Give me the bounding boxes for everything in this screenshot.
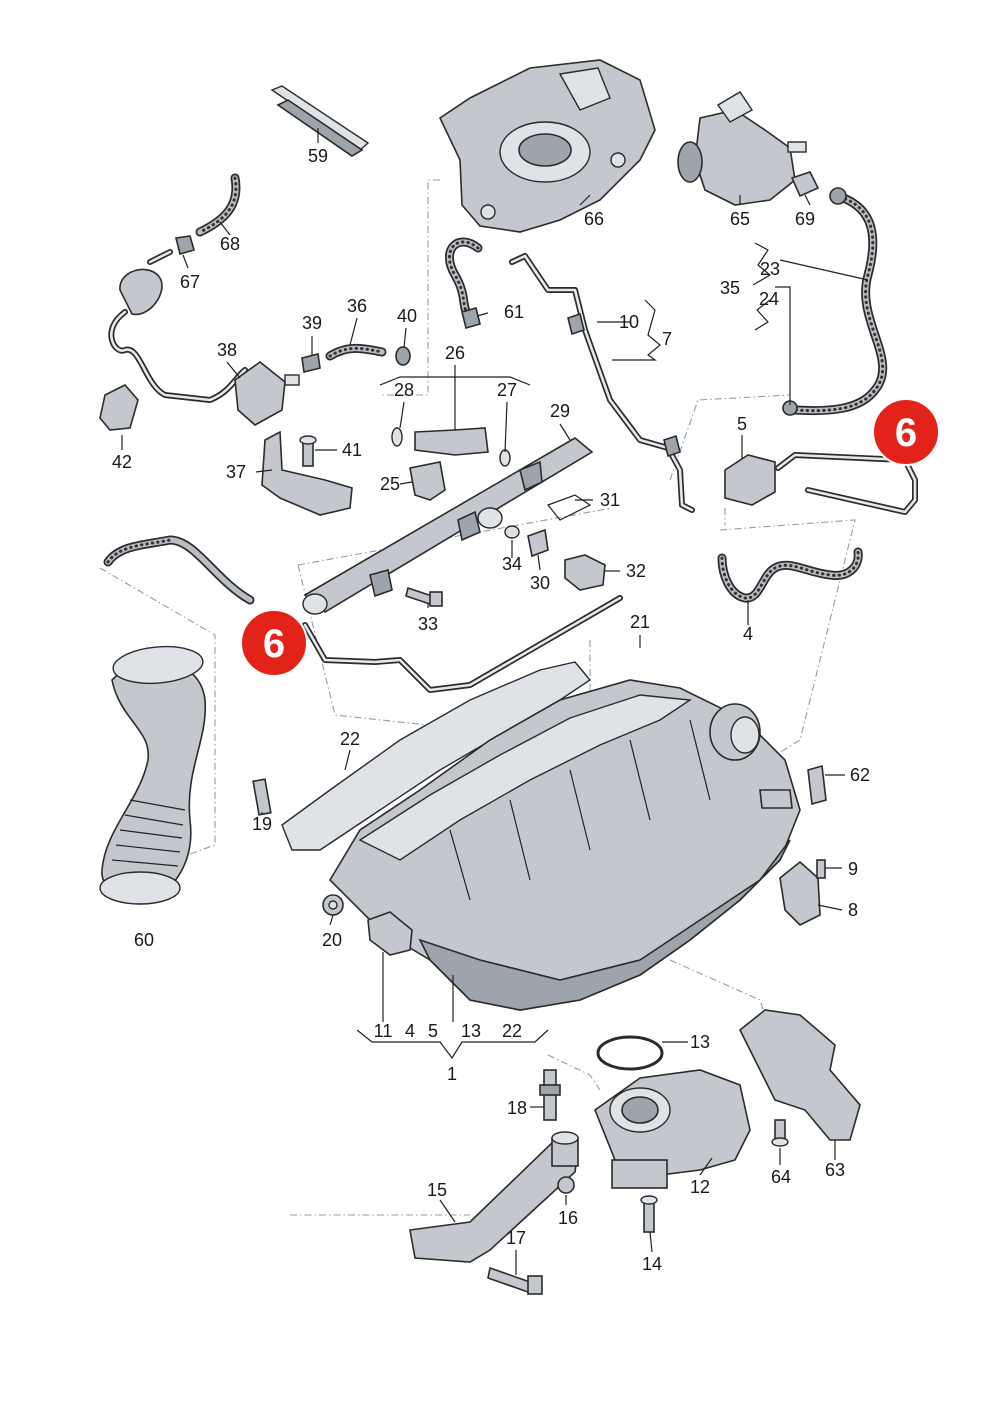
- callout-69: 69: [795, 209, 815, 229]
- hose-68: [195, 173, 241, 237]
- part-14-bolt: [640, 1195, 658, 1233]
- callout-27: 27: [497, 380, 517, 400]
- callout-41: 41: [342, 440, 362, 460]
- connector-lines: [99, 179, 856, 1216]
- callout-67: 67: [180, 272, 200, 292]
- part-42-bracket: [99, 384, 139, 431]
- callout-13: 13: [690, 1032, 710, 1052]
- callout-35: 35: [720, 278, 740, 298]
- callout-20: 20: [322, 930, 342, 950]
- part-20-nut: [322, 894, 344, 916]
- callout-38: 38: [217, 340, 237, 360]
- part-29-fuel-rail: [302, 437, 594, 615]
- callout-60: 60: [134, 930, 154, 950]
- part-67-clip: [175, 235, 195, 255]
- callout-61: 61: [504, 302, 524, 322]
- part-41-bolt: [299, 435, 317, 467]
- callout-40: 40: [397, 306, 417, 326]
- callout-34: 34: [502, 554, 522, 574]
- callout-19: 19: [252, 814, 272, 834]
- hose-4: [717, 547, 863, 603]
- part-11-sensor: [367, 911, 413, 956]
- callout-14: 14: [642, 1254, 662, 1274]
- part-63-bracket: [738, 1009, 861, 1147]
- callout-25: 25: [380, 474, 400, 494]
- leader-lines: [121, 128, 869, 1275]
- callout-33: 33: [418, 614, 438, 634]
- part-15-bracket: [409, 1131, 579, 1295]
- callout-65: 65: [730, 209, 750, 229]
- callout-31: 31: [600, 490, 620, 510]
- callout-21: 21: [630, 612, 650, 632]
- part-37-bracket: [261, 430, 353, 516]
- part-5-valve: [724, 452, 918, 515]
- callout-17: 17: [506, 1228, 526, 1248]
- part-12-throttle-body: [594, 1069, 751, 1189]
- callout-37: 37: [226, 462, 246, 482]
- callout-23: 23: [760, 259, 780, 279]
- callout-32: 32: [626, 561, 646, 581]
- part-59-cable-tie: [270, 85, 370, 157]
- badge-6-left-label: 6: [263, 622, 285, 666]
- callout-28: 28: [394, 380, 414, 400]
- callout-11: 11: [374, 1021, 393, 1041]
- callout-7: 7: [662, 329, 672, 349]
- callout-26: 26: [445, 343, 465, 363]
- callout-1: 1: [447, 1064, 457, 1084]
- callout-10: 10: [619, 312, 639, 332]
- callout-66: 66: [584, 209, 604, 229]
- part-8-sensor: [779, 859, 826, 926]
- callout-4: 4: [405, 1021, 415, 1041]
- callout-12: 12: [690, 1177, 710, 1197]
- callout-68: 68: [220, 234, 240, 254]
- callout-labels: 59 66 65 69 68 67 23 35 24 61 10 7 36 39…: [112, 146, 870, 1274]
- part-66-cover: [438, 59, 656, 233]
- parts-36-39-40: [301, 343, 411, 373]
- callout-22: 22: [340, 729, 360, 749]
- part-13-o-ring: [596, 1035, 664, 1071]
- callout-24: 24: [759, 289, 779, 309]
- part-33-bolt: [405, 586, 443, 607]
- callout-36: 36: [347, 296, 367, 316]
- part-1-intake-manifold: [328, 679, 801, 1011]
- callout-59: 59: [308, 146, 328, 166]
- callout-15: 15: [427, 1180, 447, 1200]
- callout-4-hose: 4: [743, 624, 753, 644]
- badge-6-left: 6: [240, 609, 308, 677]
- part-69-fitting: [790, 171, 820, 198]
- callout-63: 63: [825, 1160, 845, 1180]
- callout-39: 39: [302, 313, 322, 333]
- part-22-gasket: [281, 661, 592, 851]
- callout-5-group: 5: [428, 1021, 438, 1041]
- callout-30: 30: [530, 573, 550, 593]
- badge-6-right-label: 6: [895, 411, 917, 455]
- parts-25-28-injector: [391, 427, 511, 501]
- part-60-intake-hose: [99, 645, 207, 905]
- part-19-stud: [252, 778, 272, 816]
- callout-22-group: 22: [502, 1021, 522, 1041]
- part-38-purge-line: [108, 249, 300, 426]
- callout-13-group: 13: [461, 1021, 481, 1041]
- hose-23-24: [782, 187, 888, 416]
- callout-62: 62: [850, 765, 870, 785]
- callout-18: 18: [507, 1098, 527, 1118]
- pipe-7-10: [509, 253, 695, 513]
- callout-8: 8: [848, 900, 858, 920]
- badge-6-right: 6: [872, 398, 940, 466]
- callout-29: 29: [550, 401, 570, 421]
- callout-64: 64: [771, 1167, 791, 1187]
- part-18-stud: [539, 1069, 561, 1121]
- callout-5: 5: [737, 414, 747, 434]
- hose-61: [445, 237, 483, 329]
- part-62-bolt: [807, 764, 827, 806]
- parts-30-34-sensors: [504, 494, 606, 591]
- callout-9: 9: [848, 859, 858, 879]
- callout-16: 16: [558, 1208, 578, 1228]
- vacuum-line-left: [103, 535, 623, 693]
- part-65-pump: [677, 91, 807, 206]
- callout-42: 42: [112, 452, 132, 472]
